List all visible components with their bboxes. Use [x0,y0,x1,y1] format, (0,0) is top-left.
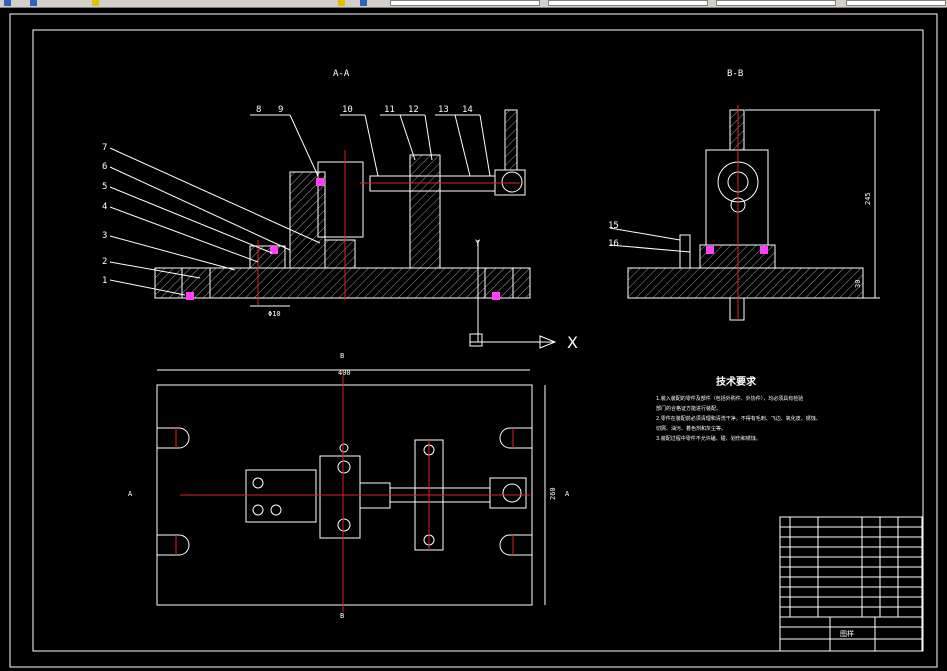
section-bb-view [609,105,880,321]
part-leaders-top [250,114,491,177]
tech-line-1: 1.装入装配的零件及部件（包括外购件、外协件），均必须具有检验 [656,395,803,402]
part-no-10: 10 [342,105,353,115]
tech-line-4: 切屑、油污、着色剂和灰尘等。 [656,425,726,432]
phi-dimension: Φ10 [268,310,281,318]
layer-icon[interactable] [4,0,11,6]
section-marker-b-bottom: B [340,612,344,620]
section-aa-view [154,109,531,305]
title-block-label: 图样 [840,629,854,638]
inner-border [32,29,924,652]
color-dropdown[interactable] [548,0,708,6]
part-no-14: 14 [462,105,473,115]
section-marker-a-left: A [128,490,133,498]
part-no-6: 6 [102,162,107,172]
tech-line-3: 2.零件在装配前必须清理和清洗干净，不得有毛刺、飞边、氧化皮、锈蚀、 [656,415,821,422]
part-no-5: 5 [102,182,107,192]
tech-requirements-title: 技术要求 [716,375,757,388]
dimension-245: 245 [864,192,872,205]
sun-icon[interactable] [338,0,345,6]
axis-x-label: X [567,333,578,352]
lightbulb-icon[interactable] [92,0,99,6]
lineweight-dropdown[interactable] [846,0,946,6]
layer-states-icon[interactable] [360,0,367,6]
part-no-15: 15 [608,221,619,231]
plan-view [156,369,546,612]
properties-icon[interactable] [30,0,37,6]
tech-line-5: 3.装配过程中零件不允许磕、碰、划伤和锈蚀。 [656,435,761,442]
cad-drawing-canvas[interactable]: A-A 1 2 3 4 5 6 7 [0,8,947,671]
outer-border [9,13,938,668]
dimension-30: 30 [854,280,862,288]
part-no-11: 11 [384,105,395,115]
section-marker-b-top: B [340,352,344,360]
part-no-4: 4 [102,202,107,212]
part-no-3: 3 [102,231,107,241]
title-block [779,516,923,652]
part-no-13: 13 [438,105,449,115]
layer-dropdown[interactable] [390,0,540,6]
section-aa-label: A-A [333,69,350,79]
cad-toolbar [0,0,947,8]
part-no-8: 8 [256,105,261,115]
dimension-400: 400 [338,369,351,377]
tech-line-2: 部门的合格证方能进行装配。 [656,405,721,412]
part-no-1: 1 [102,276,107,286]
linetype-dropdown[interactable] [716,0,836,6]
part-no-16: 16 [608,239,619,249]
ucs-icon [469,240,557,349]
axis-y-label: Y [475,239,481,249]
part-no-9: 9 [278,105,283,115]
section-marker-a-right: A [565,490,570,498]
part-no-12: 12 [408,105,419,115]
section-bb-label: B-B [727,69,743,79]
part-no-7: 7 [102,143,107,153]
part-no-2: 2 [102,257,107,267]
dimension-260: 260 [549,487,557,500]
part-leaders-left [109,147,321,296]
